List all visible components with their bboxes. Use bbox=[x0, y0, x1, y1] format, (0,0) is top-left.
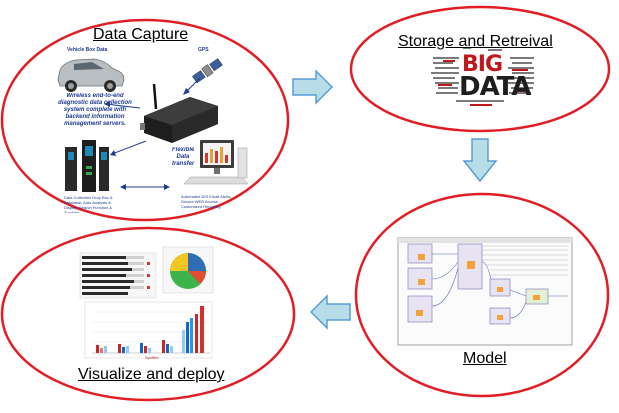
dashboard-image bbox=[79, 246, 214, 359]
arrow-storage-to-model bbox=[462, 138, 498, 183]
computer-monitor-icon bbox=[183, 140, 249, 185]
server-rack-icon bbox=[65, 140, 109, 192]
capture-ellipse bbox=[0, 18, 290, 222]
visualize-ellipse bbox=[0, 226, 296, 402]
big-word: BIG bbox=[462, 52, 503, 77]
model-ellipse bbox=[354, 192, 610, 398]
storage-title: Storage and Retreival bbox=[398, 33, 553, 50]
storage-ellipse bbox=[349, 5, 611, 133]
device-box-icon bbox=[140, 83, 218, 143]
model-title: Model bbox=[463, 350, 507, 367]
vehicle-label: Vehicle Box Data bbox=[67, 47, 108, 53]
satellite-icon bbox=[192, 58, 223, 84]
alerts-caption: Automated DIS Email Alerts, Secure WEB A… bbox=[181, 194, 232, 209]
arrow-capture-to-storage bbox=[292, 69, 334, 105]
data-word: DATA bbox=[459, 72, 532, 102]
car-icon bbox=[57, 58, 125, 92]
arrow-model-to-visualize bbox=[309, 294, 351, 330]
dashboard-brand: Spotfire bbox=[145, 355, 159, 360]
visualize-title: Visualize and deploy bbox=[78, 366, 225, 383]
workflow-diagram bbox=[397, 237, 573, 346]
collection-caption: Data Collection Drop Box & Database, Aut… bbox=[64, 195, 113, 213]
capture-title: Data Capture bbox=[93, 26, 189, 43]
flexible-transfer-label: Flexible Data transfer bbox=[172, 147, 194, 167]
word-cloud-icon bbox=[431, 47, 534, 106]
system-description: Wireless end-to-end diagnostic data coll… bbox=[58, 93, 132, 127]
gps-label: GPS bbox=[198, 47, 209, 53]
